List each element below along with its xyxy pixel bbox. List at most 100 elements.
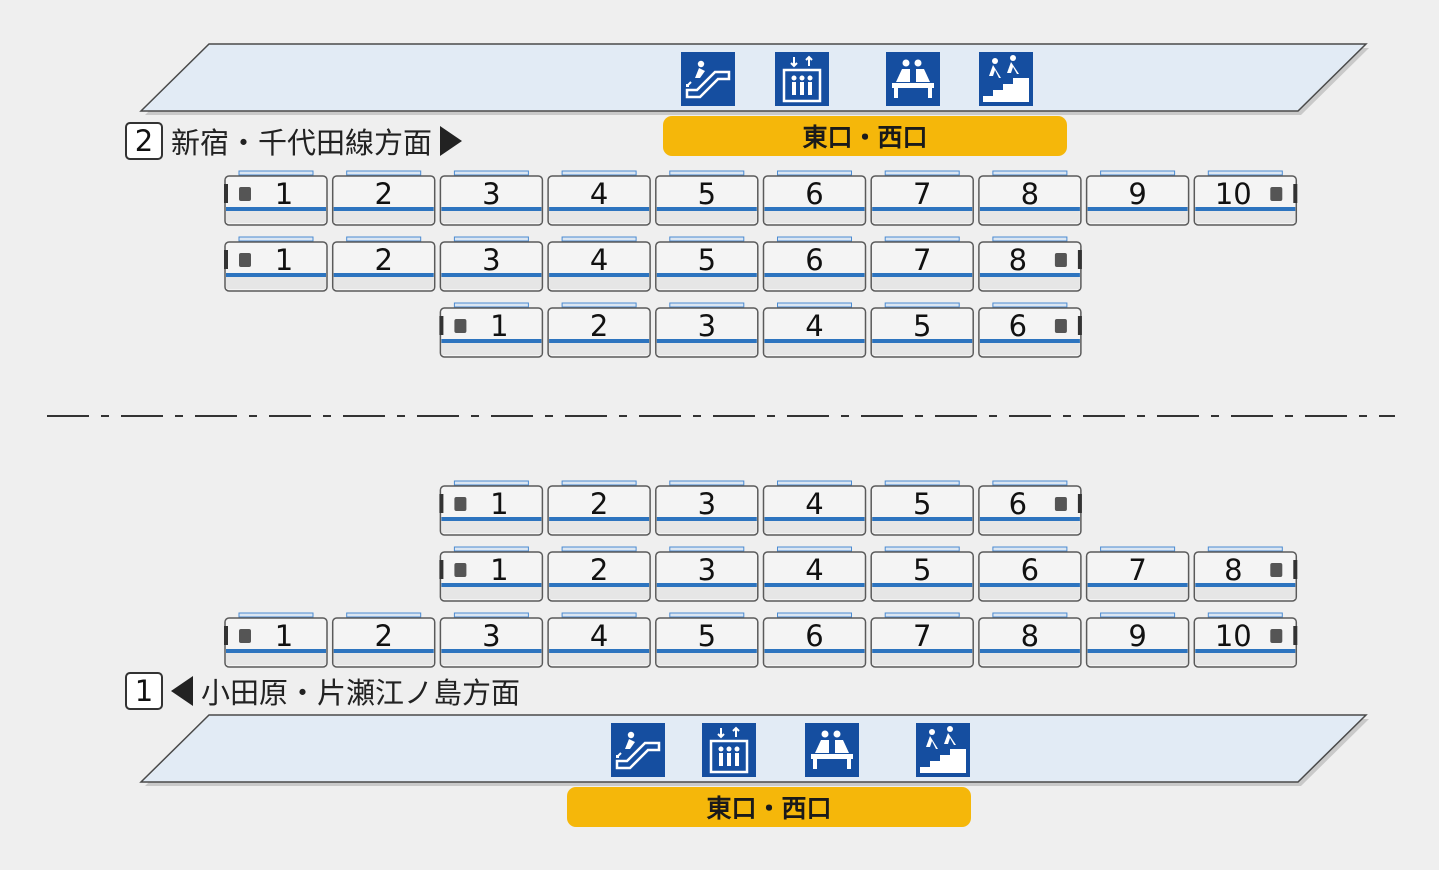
car-lower bbox=[764, 518, 865, 533]
car-number: 2 bbox=[374, 243, 392, 277]
car-roof bbox=[561, 236, 637, 242]
cab-window bbox=[239, 629, 251, 643]
car-lower bbox=[333, 208, 434, 223]
train-car: 9 bbox=[1085, 170, 1190, 226]
car-number: 4 bbox=[590, 177, 608, 211]
car-stripe bbox=[656, 273, 757, 277]
track-number-bottom: 1 bbox=[125, 672, 163, 710]
train-car: 3 bbox=[655, 302, 759, 358]
car-roof bbox=[777, 546, 852, 552]
platform-top bbox=[139, 43, 1368, 112]
car-number: 1 bbox=[275, 619, 293, 653]
car-number: 6 bbox=[805, 243, 823, 277]
car-stripe bbox=[549, 339, 650, 343]
car-roof bbox=[992, 480, 1068, 486]
car-lower bbox=[1087, 584, 1188, 599]
car-lower bbox=[656, 208, 757, 223]
car-roof bbox=[992, 612, 1068, 618]
car-stripe bbox=[979, 207, 1080, 211]
car-roof bbox=[561, 612, 637, 618]
cab-rear bbox=[1293, 560, 1298, 579]
direction-label-bottom: 1 小田原・片瀬江ノ島方面 bbox=[125, 671, 520, 711]
train-car: 6 bbox=[762, 170, 867, 226]
car-lower bbox=[549, 518, 650, 533]
car-stripe bbox=[764, 273, 865, 277]
car-number: 1 bbox=[275, 177, 293, 211]
train-car: 3 bbox=[655, 546, 759, 602]
car-roof bbox=[669, 546, 745, 552]
cab-front bbox=[439, 560, 444, 579]
car-number: 2 bbox=[374, 177, 392, 211]
car-roof bbox=[561, 170, 637, 176]
train-car: 2 bbox=[547, 480, 651, 536]
car-lower bbox=[656, 274, 757, 289]
escalator-icon bbox=[611, 723, 665, 777]
car-number: 7 bbox=[1128, 553, 1146, 587]
train-car: 5 bbox=[870, 546, 974, 602]
direction-text-bottom: 小田原・片瀬江ノ島方面 bbox=[201, 676, 521, 710]
car-stripe bbox=[441, 649, 542, 653]
car-number: 1 bbox=[490, 487, 508, 521]
car-stripe bbox=[979, 517, 1080, 521]
cab-window bbox=[454, 563, 467, 577]
cab-front bbox=[439, 494, 444, 513]
car-stripe bbox=[226, 207, 326, 211]
cab-window bbox=[239, 187, 251, 201]
train-car: 4 bbox=[547, 236, 651, 292]
car-roof bbox=[238, 236, 314, 242]
car-roof bbox=[884, 612, 960, 618]
car-stripe bbox=[441, 583, 542, 587]
car-roof bbox=[346, 612, 422, 618]
car-stripe bbox=[549, 207, 650, 211]
train-car: 6 bbox=[762, 236, 867, 292]
car-stripe bbox=[656, 207, 757, 211]
car-lower bbox=[333, 650, 434, 665]
car-roof bbox=[1207, 170, 1283, 176]
car-lower bbox=[441, 208, 542, 223]
car-lower bbox=[979, 340, 1080, 355]
car-lower bbox=[333, 274, 434, 289]
car-number: 10 bbox=[1215, 177, 1252, 211]
car-lower bbox=[656, 650, 757, 665]
car-number: 5 bbox=[698, 619, 716, 653]
cab-rear bbox=[1293, 626, 1298, 645]
car-lower bbox=[441, 340, 542, 355]
train-car: 9 bbox=[1085, 612, 1190, 668]
train-car: 5 bbox=[870, 480, 974, 536]
car-roof bbox=[1207, 546, 1283, 552]
car-number: 4 bbox=[590, 619, 608, 653]
train-car: 2 bbox=[331, 612, 436, 668]
train-car: 1 bbox=[439, 546, 544, 602]
car-stripe bbox=[549, 583, 650, 587]
car-number: 7 bbox=[913, 177, 931, 211]
arrow-left-icon bbox=[171, 676, 193, 706]
cab-window bbox=[1054, 319, 1067, 333]
car-stripe bbox=[441, 207, 542, 211]
train-car: 5 bbox=[870, 302, 974, 358]
train-car: 1 bbox=[224, 236, 328, 292]
car-stripe bbox=[333, 273, 434, 277]
cab-window bbox=[1270, 187, 1283, 201]
car-lower bbox=[764, 208, 865, 223]
car-number: 5 bbox=[913, 309, 931, 343]
cab-window bbox=[454, 497, 467, 511]
escalator-icon bbox=[681, 52, 735, 106]
car-lower bbox=[872, 340, 973, 355]
car-number: 9 bbox=[1128, 177, 1146, 211]
car-roof bbox=[346, 170, 422, 176]
train-car: 7 bbox=[1085, 546, 1190, 602]
train-car: 5 bbox=[655, 236, 759, 292]
cab-rear bbox=[1077, 494, 1082, 513]
car-roof bbox=[1100, 170, 1176, 176]
train-car: 2 bbox=[547, 546, 651, 602]
car-number: 9 bbox=[1128, 619, 1146, 653]
car-roof bbox=[561, 480, 637, 486]
exit-label-top: 東口・西口 bbox=[802, 123, 928, 152]
car-number: 6 bbox=[1009, 487, 1027, 521]
car-stripe bbox=[656, 339, 757, 343]
car-stripe bbox=[441, 517, 542, 521]
